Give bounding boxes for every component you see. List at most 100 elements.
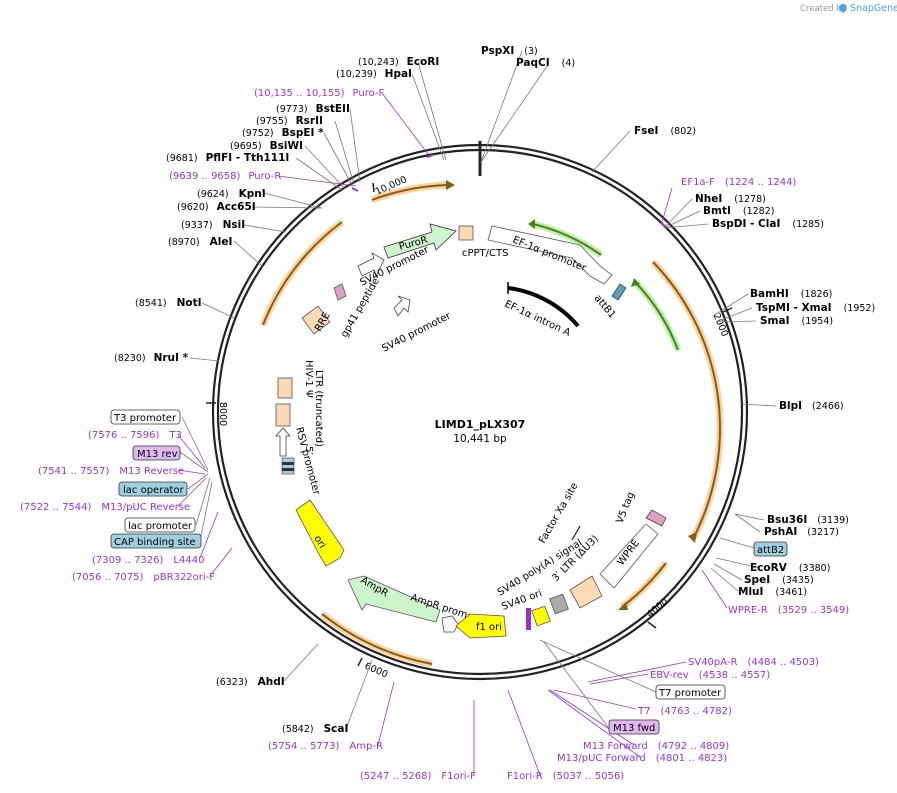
- enzyme-bsiwi: (9695)BsiWI: [230, 140, 303, 152]
- ampr-promoter-arrow: [441, 615, 459, 633]
- plasmid-length: 10,441 bp: [453, 433, 507, 445]
- tick-8000: 8000: [217, 402, 228, 426]
- primer-m13-reverse: (7541 .. 7557)M13 Reverse: [38, 466, 184, 477]
- snapgene-credit: Created by SnapGene: [800, 3, 897, 14]
- feature-v5-label: V5 tag: [615, 491, 637, 526]
- primer-m13-puc-reverse: (7522 .. 7544)M13/pUC Reverse: [20, 502, 190, 513]
- sv40-promoter-arrow-2: [393, 295, 411, 317]
- sv40-small-marker: [526, 608, 531, 630]
- outer-feature-arcs: [259, 180, 724, 668]
- primer-puro-f: (10,135 .. 10,155)Puro-F: [254, 88, 384, 99]
- feature-f1ori-label: f1 ori: [476, 622, 502, 633]
- feature-intron-label: EF-1α intron A: [503, 299, 572, 339]
- enzyme-bsteii: (9773)BstEII: [276, 103, 350, 115]
- boxed-t3-promoter: T3 promoter: [113, 413, 177, 424]
- tick-4000: 4000: [645, 596, 671, 620]
- primer-f1ori-r: F1ori-R(5037 .. 5056): [507, 771, 624, 782]
- enzyme-nrui: (8230)NruI *: [114, 352, 189, 364]
- enzyme-pspxi: PspXI(3): [481, 45, 538, 57]
- enzyme-pflfi-tth111i: (9681)PflFI - Tth111I: [166, 152, 289, 164]
- enzyme-bamhi: BamHI(1826): [750, 288, 832, 300]
- ef1a-intron-arc: [507, 286, 580, 328]
- primer-m13-forward: M13 Forward(4792 .. 4809): [583, 741, 729, 752]
- feature-sv40-promoter-2: SV40 promoter: [380, 310, 453, 354]
- enzyme-labels: PspXI(3) PaqCI(4) FseI(802) NheI(1278) B…: [114, 45, 875, 735]
- enzyme-blpi: BlpI(2466): [779, 400, 844, 412]
- lac-cluster: [281, 457, 295, 475]
- primer-l4440: (7309 .. 7326)L4440: [92, 555, 204, 566]
- factor-xa-marker: [571, 525, 581, 541]
- primer-m13-puc-forward: M13/pUC Forward(4801 .. 4823): [557, 753, 727, 764]
- backbone: [211, 141, 749, 681]
- primer-sv40pa-r: SV40pA-R(4484 .. 4503): [688, 657, 819, 668]
- enzyme-ecorv: EcoRV(3380): [750, 562, 830, 574]
- plasmid-name: LIMD1_pLX307: [435, 418, 526, 431]
- primer-f1ori-f: (5247 .. 5268)F1ori-F: [360, 771, 476, 782]
- wpre-box: [599, 523, 659, 589]
- enzyme-nsii: (9337)NsiI: [181, 219, 245, 231]
- primer-labels: (10,135 .. 10,155)Puro-F (9639 .. 9658)P…: [20, 88, 849, 782]
- snapgene-logo-icon: [839, 4, 847, 12]
- enzyme-tspmi-xmai: TspMI - XmaI(1952): [756, 302, 875, 314]
- feature-hiv-psi: HIV-1 Ψ: [303, 360, 314, 398]
- ori-arrow: [295, 499, 345, 567]
- boxed-m13-fwd: M13 fwd: [613, 723, 655, 734]
- boxed-feature-labels: T3 promoter M13 rev lac operator lac pro…: [110, 409, 788, 735]
- feature-gp41-label: gp41 peptide: [339, 276, 382, 339]
- v5-tag-marker: [645, 509, 667, 527]
- primer-amp-r: (5754 .. 5773)Amp-R: [268, 741, 383, 752]
- enzyme-smai: SmaI(1954): [760, 315, 833, 327]
- enzyme-rsrii: (9755)RsrII: [256, 115, 323, 127]
- gp41-marker: [333, 283, 347, 301]
- inner-features: cPPT/CTS EF-1α promoter attB1 EF-1α intr…: [275, 223, 667, 639]
- hiv-psi-box: [277, 377, 293, 399]
- rsv-promoter-arrow: [275, 427, 291, 457]
- enzyme-bsu36i: Bsu36I(3139): [767, 514, 849, 526]
- credit-brand: SnapGene: [850, 3, 897, 14]
- cppt-box: [458, 225, 474, 241]
- puror-arrow: [383, 223, 457, 259]
- enzyme-bspdi-clai: BspDI - ClaI(1285): [712, 218, 824, 230]
- primer-t7: T7(4763 .. 4782): [637, 706, 732, 717]
- enzyme-spei: SpeI(3435): [744, 574, 814, 586]
- boxed-m13-rev: M13 rev: [137, 449, 178, 460]
- enzyme-scai: (5842)ScaI: [282, 723, 348, 735]
- primer-puro-r: (9639 .. 9658)Puro-R: [169, 171, 281, 182]
- enzyme-ahdi: (6323)AhdI: [216, 676, 285, 688]
- boxed-attb2: attB2: [757, 545, 784, 556]
- primer-wpre-r: WPRE-R(3529 .. 3549): [728, 605, 849, 616]
- enzyme-noti: (8541)NotI: [135, 297, 202, 309]
- primer-ebv-rev: EBV-rev(4538 .. 4557): [650, 670, 770, 681]
- rre-box: [301, 305, 331, 335]
- credit-text: Created by: [800, 4, 847, 14]
- ampr-arrow: [347, 575, 441, 623]
- sv40-polya-box: [549, 593, 569, 615]
- f1-ori-arrow: [455, 613, 507, 639]
- ltr-box: [275, 403, 291, 427]
- enzyme-paqci: PaqCI(4): [516, 57, 575, 69]
- enzyme-leaders: [189, 50, 777, 730]
- feature-ltr-truncated: LTR (truncated): [313, 370, 324, 447]
- primer-pbr322ori-f: (7056 .. 7075)pBR322ori-F: [72, 572, 215, 583]
- enzyme-acc65i: (9620)Acc65I: [177, 201, 256, 213]
- enzyme-mlui: MluI(3461): [738, 586, 807, 598]
- plasmid-title: LIMD1_pLX307 10,441 bp: [435, 418, 526, 445]
- ltr3-box: [569, 575, 603, 609]
- tick-6000: 6000: [363, 661, 390, 681]
- ef1a-promoter-arrow: [487, 225, 613, 285]
- primer-ef1a-f: EF1a-F(1224 .. 1244): [681, 177, 796, 188]
- enzyme-alei: (8970)AleI: [168, 236, 232, 248]
- enzyme-hpai: (10,239)HpaI: [336, 68, 412, 80]
- boxed-t7-promoter: T7 promoter: [658, 688, 722, 699]
- enzyme-kpni: (9624)KpnI: [197, 188, 266, 200]
- enzyme-fsei: FseI(802): [634, 125, 696, 137]
- feature-cppt-label: cPPT/CTS: [462, 248, 508, 259]
- enzyme-bmti: BmtI(1282): [703, 205, 774, 217]
- sv40-ori-box: [531, 605, 551, 627]
- boxed-lac-operator: lac operator: [123, 485, 184, 496]
- boxed-lac-promoter: lac promoter: [128, 521, 193, 532]
- enzyme-ecori: (10,243)EcoRI: [358, 56, 439, 68]
- primer-t3: (7576 .. 7596)T3: [88, 430, 182, 441]
- primer-leaders: [177, 92, 755, 776]
